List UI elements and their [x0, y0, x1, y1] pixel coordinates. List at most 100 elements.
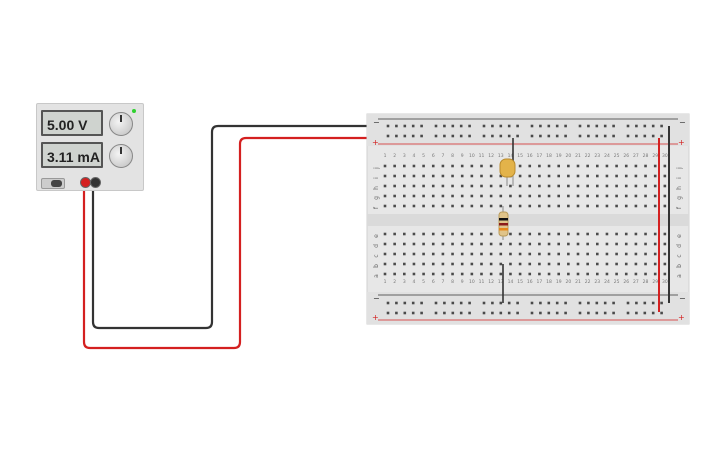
- hole-c2[interactable]: [393, 252, 396, 256]
- hole-b2[interactable]: [393, 262, 396, 266]
- hole-j3[interactable]: [403, 164, 406, 168]
- rail-hole[interactable]: [643, 134, 647, 138]
- hole-a19[interactable]: [557, 272, 560, 276]
- hole-a14[interactable]: [509, 272, 512, 276]
- hole-h12[interactable]: [489, 184, 493, 188]
- hole-g4[interactable]: [412, 194, 416, 198]
- hole-d21[interactable]: [576, 242, 580, 246]
- hole-f3[interactable]: [403, 204, 406, 208]
- hole-e1[interactable]: [383, 232, 387, 236]
- hole-i29[interactable]: [653, 174, 657, 178]
- hole-e4[interactable]: [412, 232, 416, 236]
- hole-g3[interactable]: [403, 194, 406, 198]
- hole-a6[interactable]: [431, 272, 435, 276]
- hole-h30[interactable]: [663, 184, 667, 188]
- hole-e8[interactable]: [451, 232, 454, 236]
- hole-i21[interactable]: [576, 174, 580, 178]
- hole-h16[interactable]: [528, 184, 532, 188]
- rail-hole[interactable]: [612, 134, 615, 138]
- hole-b19[interactable]: [557, 262, 560, 266]
- rail-hole[interactable]: [635, 124, 638, 128]
- hole-b21[interactable]: [576, 262, 580, 266]
- hole-h23[interactable]: [596, 184, 599, 188]
- hole-c13[interactable]: [499, 252, 503, 256]
- hole-h27[interactable]: [634, 184, 638, 188]
- hole-f14[interactable]: [509, 204, 512, 208]
- hole-g28[interactable]: [644, 194, 647, 198]
- hole-f16[interactable]: [528, 204, 532, 208]
- hole-h21[interactable]: [576, 184, 580, 188]
- hole-i3[interactable]: [403, 174, 406, 178]
- hole-j11[interactable]: [480, 164, 483, 168]
- hole-i6[interactable]: [431, 174, 435, 178]
- hole-g13[interactable]: [499, 194, 503, 198]
- rail-hole[interactable]: [595, 124, 599, 128]
- hole-c14[interactable]: [509, 252, 512, 256]
- hole-j24[interactable]: [605, 164, 609, 168]
- hole-h17[interactable]: [538, 184, 541, 188]
- hole-j5[interactable]: [422, 164, 425, 168]
- hole-h25[interactable]: [615, 184, 618, 188]
- hole-i25[interactable]: [615, 174, 618, 178]
- hole-e18[interactable]: [547, 232, 551, 236]
- rail-hole[interactable]: [516, 124, 519, 128]
- rail-hole[interactable]: [578, 134, 582, 138]
- rail-hole[interactable]: [530, 311, 534, 315]
- hole-f28[interactable]: [644, 204, 647, 208]
- hole-i1[interactable]: [383, 174, 387, 178]
- hole-g7[interactable]: [441, 194, 445, 198]
- hole-f29[interactable]: [653, 204, 657, 208]
- hole-j18[interactable]: [547, 164, 551, 168]
- hole-e22[interactable]: [586, 232, 589, 236]
- hole-d4[interactable]: [412, 242, 416, 246]
- hole-g27[interactable]: [634, 194, 638, 198]
- hole-f10[interactable]: [470, 204, 474, 208]
- rail-hole[interactable]: [612, 124, 615, 128]
- hole-d3[interactable]: [403, 242, 406, 246]
- hole-j16[interactable]: [528, 164, 532, 168]
- capacitor[interactable]: [499, 158, 516, 186]
- rail-hole[interactable]: [603, 134, 607, 138]
- rail-hole[interactable]: [420, 301, 423, 305]
- hole-b15[interactable]: [518, 262, 522, 266]
- hole-h22[interactable]: [586, 184, 589, 188]
- rail-hole[interactable]: [459, 134, 463, 138]
- hole-c7[interactable]: [441, 252, 445, 256]
- hole-e23[interactable]: [596, 232, 599, 236]
- hole-g20[interactable]: [567, 194, 570, 198]
- hole-e16[interactable]: [528, 232, 532, 236]
- hole-i17[interactable]: [538, 174, 541, 178]
- hole-b5[interactable]: [422, 262, 425, 266]
- hole-a4[interactable]: [412, 272, 416, 276]
- rail-hole[interactable]: [539, 301, 542, 305]
- hole-a21[interactable]: [576, 272, 580, 276]
- rail-hole[interactable]: [395, 134, 398, 138]
- rail-hole[interactable]: [482, 301, 486, 305]
- rail-hole[interactable]: [491, 124, 494, 128]
- hole-b16[interactable]: [528, 262, 532, 266]
- hole-i27[interactable]: [634, 174, 638, 178]
- hole-h4[interactable]: [412, 184, 416, 188]
- rail-hole[interactable]: [420, 124, 423, 128]
- hole-j17[interactable]: [538, 164, 541, 168]
- hole-b4[interactable]: [412, 262, 416, 266]
- rail-hole[interactable]: [507, 301, 511, 305]
- rail-hole[interactable]: [547, 301, 551, 305]
- rail-hole[interactable]: [643, 124, 647, 128]
- hole-a28[interactable]: [644, 272, 647, 276]
- hole-j15[interactable]: [518, 164, 522, 168]
- hole-b11[interactable]: [480, 262, 483, 266]
- hole-a3[interactable]: [403, 272, 406, 276]
- rail-hole[interactable]: [587, 311, 590, 315]
- rail-hole[interactable]: [578, 124, 582, 128]
- hole-d25[interactable]: [615, 242, 618, 246]
- hole-g23[interactable]: [596, 194, 599, 198]
- hole-f27[interactable]: [634, 204, 638, 208]
- rail-hole[interactable]: [651, 124, 655, 128]
- rail-hole[interactable]: [499, 311, 503, 315]
- rail-hole[interactable]: [635, 134, 638, 138]
- hole-b7[interactable]: [441, 262, 445, 266]
- hole-h10[interactable]: [470, 184, 474, 188]
- hole-i8[interactable]: [451, 174, 454, 178]
- hole-j8[interactable]: [451, 164, 454, 168]
